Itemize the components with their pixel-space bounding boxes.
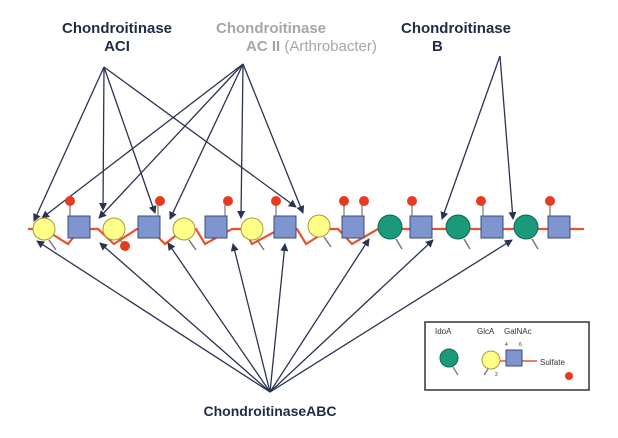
aci-arrows — [33, 66, 297, 222]
glca-residue — [172, 217, 196, 241]
acii-arrows — [41, 63, 305, 220]
galnac-residue — [341, 215, 365, 239]
sulfate-group — [545, 196, 555, 206]
galnac-residue — [204, 215, 228, 239]
acii-line2: AC II — [246, 38, 281, 55]
legend-galnac-label: GalNAc — [504, 327, 532, 336]
galnac-residue — [137, 215, 161, 239]
glca-residue — [32, 217, 56, 241]
b-arrows — [440, 55, 517, 220]
b-line1: Chondroitinase — [400, 20, 511, 37]
galnac-residue — [273, 215, 297, 239]
legend-position-2: 2 — [495, 372, 498, 378]
glca-residue — [102, 217, 126, 241]
legend-galnac-symbol — [505, 349, 523, 367]
acii-line1: Chondroitinase — [216, 20, 327, 37]
acii-source: (Arthrobacter) — [284, 38, 377, 55]
sugar-chain — [32, 196, 571, 251]
galnac-residue — [67, 215, 91, 239]
glca-residue — [240, 217, 264, 241]
sulfate-group — [359, 196, 369, 206]
sulfate-group — [407, 196, 417, 206]
legend-position-6: 6 — [519, 342, 522, 348]
legend-glca-label: GlcA — [477, 327, 495, 336]
galnac-residue — [480, 215, 504, 239]
idoa-residue — [445, 214, 471, 240]
legend-sulfate-label: Sulfate — [540, 358, 565, 367]
aci-line1: Chondroitinase — [62, 20, 173, 37]
sulfate-group — [476, 196, 486, 206]
chondroitinase-aci-label: Chondroitinase ACI — [62, 20, 172, 56]
acii-line2-row: AC II (Arthrobacter) — [214, 38, 377, 56]
legend-glca-symbol — [481, 350, 501, 370]
legend: IdoA GlcA GalNAc Sulfate 4 6 2 — [424, 321, 590, 391]
chondroitinase-b-label: Chondroitinase B — [398, 20, 514, 56]
legend-idoa-symbol — [439, 348, 459, 368]
sulfate-group — [120, 241, 130, 251]
chondroitinase-acii-label: Chondroitinase AC II (Arthrobacter) — [214, 20, 377, 56]
b-line2: B — [432, 38, 443, 55]
aci-line2: ACI — [104, 38, 130, 55]
sulfate-group — [155, 196, 165, 206]
idoa-residue — [513, 214, 539, 240]
chondroitinase-abc-label: ChondroitinaseABC — [203, 403, 337, 419]
galnac-residue — [409, 215, 433, 239]
sulfate-group — [65, 196, 75, 206]
legend-position-4: 4 — [505, 342, 508, 348]
legend-sulfate-symbol — [565, 372, 573, 380]
sulfate-group — [223, 196, 233, 206]
sulfate-group — [271, 196, 281, 206]
idoa-residue — [377, 214, 403, 240]
glca-residue — [307, 214, 331, 238]
galnac-residue — [547, 215, 571, 239]
polysaccharide-backbone — [28, 227, 584, 246]
abc-arrows — [36, 238, 513, 393]
legend-idoa-label: IdoA — [435, 327, 452, 336]
sulfate-group — [339, 196, 349, 206]
